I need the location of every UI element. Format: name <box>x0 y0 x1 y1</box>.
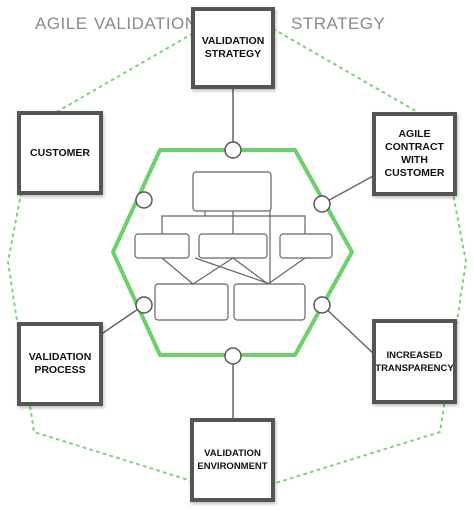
inner-box-mid-right <box>279 233 333 259</box>
validation-environment-box: VALIDATION ENVIRONMENT <box>190 418 275 502</box>
increased-transparency-label: INCREASED TRANSPARENCY <box>375 349 454 374</box>
inner-box-bottom-left <box>154 283 229 321</box>
node-top <box>224 141 242 159</box>
connector-lines <box>99 87 376 420</box>
validation-strategy-label: VALIDATION STRATEGY <box>201 35 265 60</box>
connector-nodes <box>135 141 331 365</box>
node-lower-left <box>135 296 153 314</box>
validation-environment-label: VALIDATION ENVIRONMENT <box>197 448 268 472</box>
validation-process-label: VALIDATION PROCESS <box>28 351 92 376</box>
increased-transparency-box: INCREASED TRANSPARENCY <box>372 319 457 404</box>
agile-contract-label: AGILE CONTRACT WITH CUSTOMER <box>384 128 445 179</box>
customer-box: CUSTOMER <box>17 111 103 195</box>
inner-chart-lines <box>161 210 306 285</box>
title-word-strategy: STRATEGY <box>291 14 386 33</box>
connector-upper-right <box>321 174 376 205</box>
agile-contract-box: AGILE CONTRACT WITH CUSTOMER <box>372 112 457 196</box>
node-lower-right <box>313 296 331 314</box>
node-upper-right <box>313 195 331 213</box>
inner-box-mid-center <box>198 233 268 259</box>
node-upper-left <box>135 191 153 209</box>
title-word-agile: AGILE <box>35 14 88 33</box>
validation-strategy-box: VALIDATION STRATEGY <box>191 7 275 89</box>
inner-box-bottom-right <box>233 283 306 321</box>
connector-lower-left <box>99 304 145 336</box>
connector-lower-right <box>321 304 376 356</box>
inner-box-top <box>192 171 272 212</box>
validation-process-box: VALIDATION PROCESS <box>17 322 103 406</box>
inner-chart-boxes <box>134 171 333 321</box>
customer-label: CUSTOMER <box>30 146 90 159</box>
title-word-validation: VALIDATION <box>94 14 198 33</box>
node-bottom <box>224 347 242 365</box>
inner-box-mid-left <box>134 233 190 259</box>
